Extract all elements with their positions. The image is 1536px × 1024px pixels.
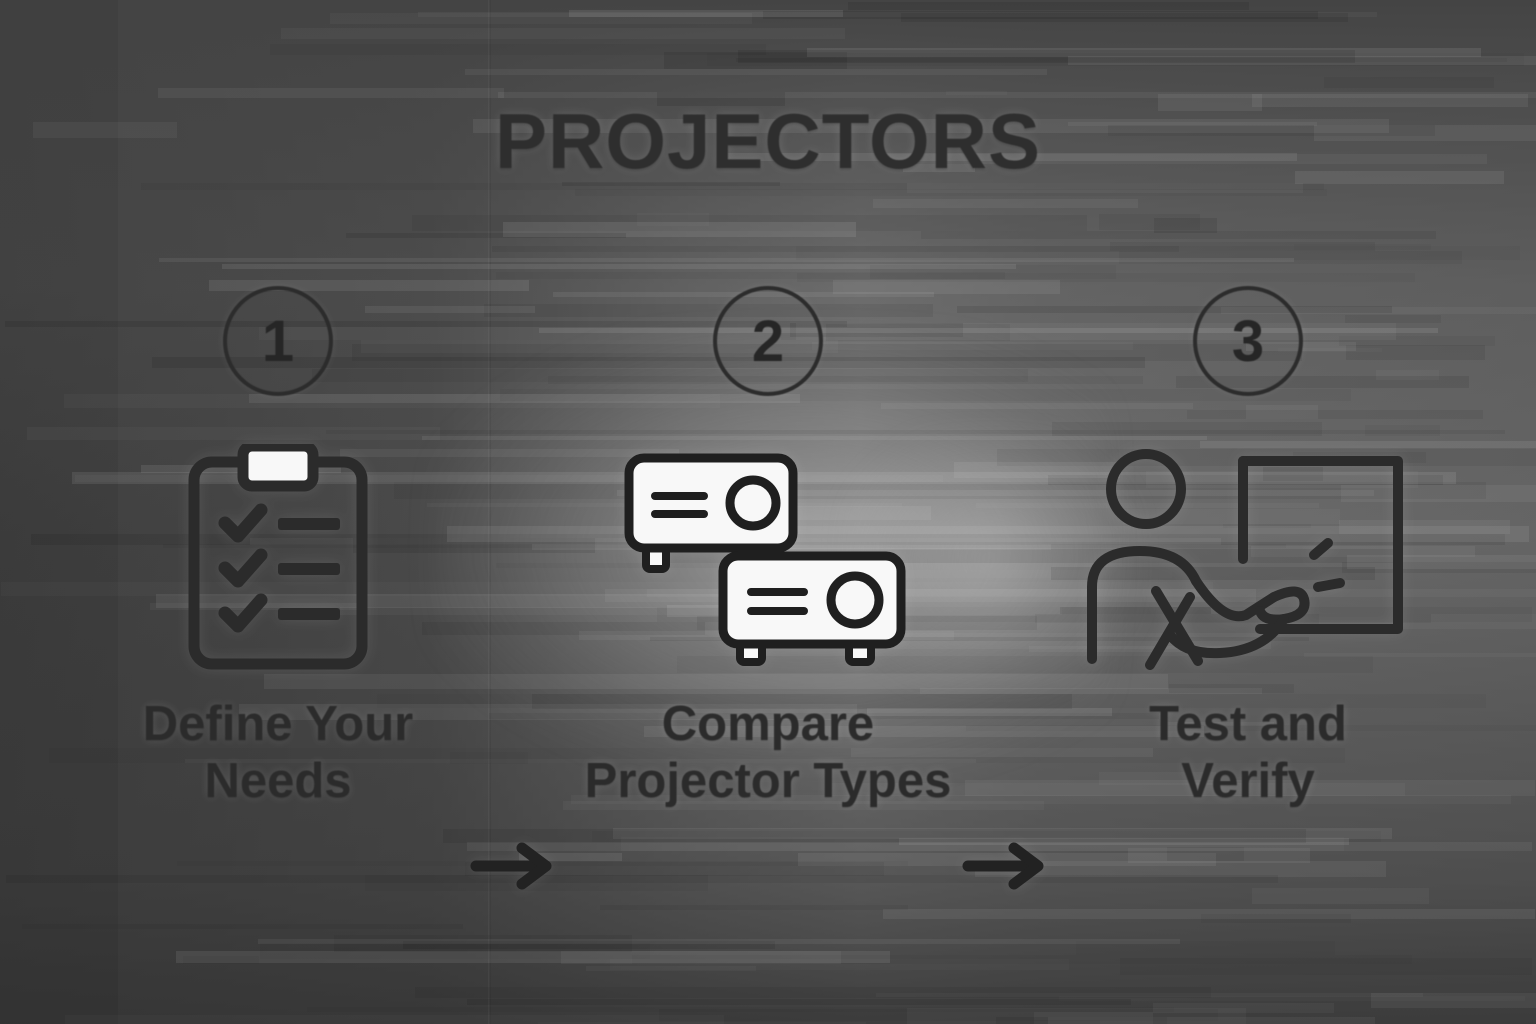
arrow-right-icon-2 (962, 838, 1052, 894)
step-number-badge-2: 2 (713, 286, 823, 396)
step-caption-1: Define Your Needs (63, 696, 493, 810)
step-caption-3-line1: Test and (1149, 697, 1347, 751)
step-caption-3-line2: Verify (1181, 753, 1315, 808)
two-projectors-icon (553, 434, 983, 684)
step-card-2: 2 (553, 286, 983, 810)
step-number-badge-3: 3 (1193, 286, 1303, 396)
page-title: PROJECTORS (494, 97, 1042, 185)
background-vertical-seam (488, 0, 491, 1024)
step-card-1: 1 Define Your Needs (63, 286, 493, 810)
step-caption-1-line2: Needs (204, 753, 352, 808)
person-pointing-at-screen-icon (1033, 434, 1463, 684)
step-caption-2-line2: Projector Types (584, 753, 952, 808)
projector-front (718, 551, 906, 666)
step-number-badge-1: 1 (223, 286, 333, 396)
step-caption-3: Test and Verify (1033, 696, 1463, 810)
step-card-3: 3 (1033, 286, 1463, 810)
steps-row: 1 Define Your Needs (0, 286, 1536, 906)
arrow-right-icon-1 (470, 838, 560, 894)
step-caption-2-line1: Compare (661, 697, 875, 751)
background-left-band (0, 0, 118, 1024)
step-caption-2: Compare Projector Types (553, 696, 983, 810)
step-caption-1-line1: Define Your (142, 697, 414, 751)
clipboard-checklist-icon (63, 434, 493, 684)
